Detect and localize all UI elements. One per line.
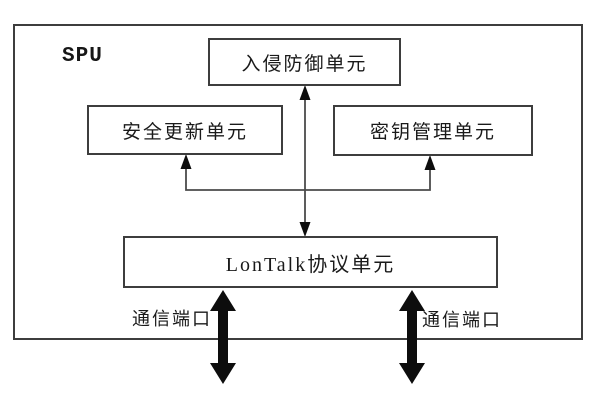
- security-update-unit-box: 安全更新单元: [87, 105, 283, 155]
- key-management-unit-label: 密钥管理单元: [369, 122, 496, 143]
- comm-port-label-right: 通信端口: [422, 310, 502, 330]
- spu-label: SPU: [62, 45, 103, 68]
- branch-connector-path: [185, 168, 431, 191]
- key-management-unit-box: 密钥管理单元: [333, 105, 533, 156]
- comm-port-label-left: 通信端口: [132, 309, 212, 329]
- spu-container-box: [13, 24, 583, 340]
- lontalk-protocol-unit-label: LonTalk协议单元: [225, 253, 396, 276]
- right-branch-arrow-head: [424, 155, 436, 170]
- left-branch-arrow-head: [180, 154, 192, 169]
- right-comm-port-arrow: [399, 290, 425, 384]
- left-comm-port-arrow: [210, 290, 236, 384]
- central-arrow-down-head: [299, 222, 311, 237]
- intrusion-prevention-unit-label: 入侵防御单元: [241, 53, 368, 75]
- lontalk-protocol-unit-box: LonTalk协议单元: [123, 236, 498, 288]
- intrusion-prevention-unit-box: 入侵防御单元: [208, 38, 401, 86]
- security-update-unit-label: 安全更新单元: [121, 121, 248, 143]
- central-arrow-up-head: [299, 85, 311, 100]
